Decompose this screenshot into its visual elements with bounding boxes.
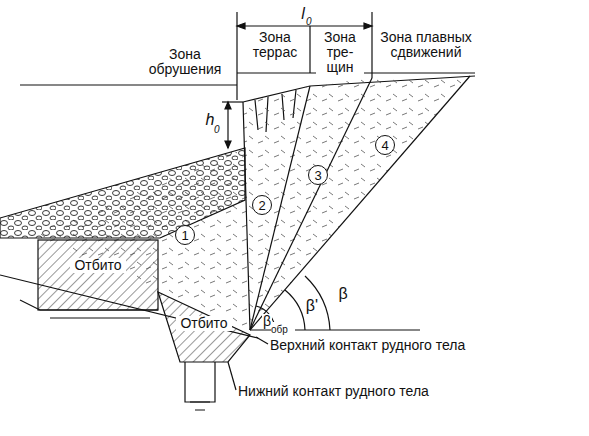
angle-label: β — [336, 286, 350, 301]
callout-circle: 1 — [175, 225, 195, 245]
callout-circle: 3 — [308, 165, 328, 185]
dimension-subscript: 0 — [214, 122, 224, 137]
contact-label: Верхний контакт рудного тела — [270, 338, 465, 353]
contact-label: Нижний контакт рудного тела — [238, 384, 429, 399]
angle-label: β' — [304, 298, 320, 313]
callout-circle: 2 — [252, 195, 272, 215]
zone-title: Зона тре- щин — [316, 30, 364, 75]
callout-number: 1 — [181, 228, 188, 243]
callout-circle: 4 — [375, 135, 395, 155]
zone-title: Зона плавных сдвижений — [376, 30, 476, 60]
mined-area-label: Отбито — [176, 316, 232, 331]
dimension-subscript: 0 — [306, 14, 316, 29]
callout-number: 3 — [314, 168, 321, 183]
callout-number: 4 — [381, 138, 388, 153]
mined-area-label: Отбито — [70, 258, 126, 273]
zone-title: Зона террас — [242, 30, 308, 60]
callout-number: 2 — [258, 198, 265, 213]
angle-subscript: обр — [271, 322, 295, 337]
zone-title: Зона обрушения — [135, 47, 235, 77]
